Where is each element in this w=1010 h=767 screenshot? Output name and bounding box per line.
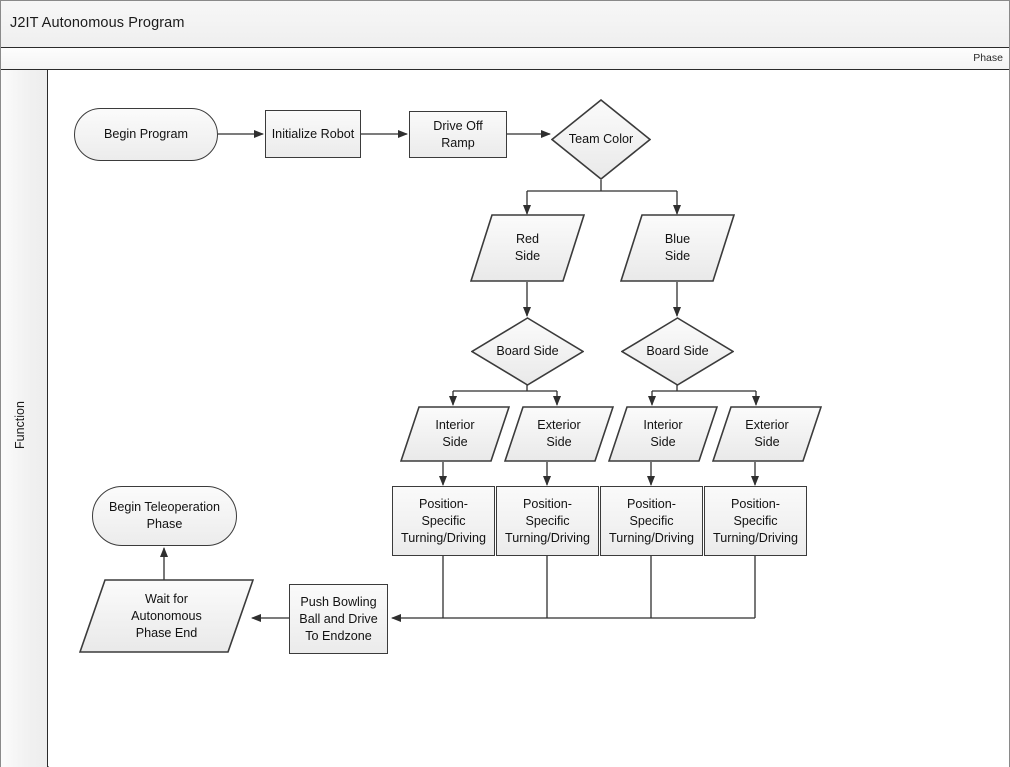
node-team-color[interactable]: Team Color: [551, 99, 651, 180]
parallelogram-shape: [712, 406, 822, 462]
node-begin-teleoperation-phase[interactable]: Begin Teleoperation Phase: [92, 486, 237, 546]
node-interior-side-red[interactable]: Interior Side: [400, 406, 510, 462]
node-exterior-side-blue[interactable]: Exterior Side: [712, 406, 822, 462]
node-label: Exterior Side: [537, 418, 581, 449]
node-position-specific-4[interactable]: Position- Specific Turning/Driving: [704, 486, 807, 556]
parallelogram-shape: [504, 406, 614, 462]
phase-header-bar: Phase: [1, 48, 1009, 70]
node-label: Blue Side: [664, 232, 691, 263]
node-push-bowling-ball[interactable]: Push Bowling Ball and Drive To Endzone: [289, 584, 388, 654]
page-title: J2IT Autonomous Program: [10, 15, 185, 31]
node-label: Interior Side: [643, 418, 683, 449]
node-exterior-side-red[interactable]: Exterior Side: [504, 406, 614, 462]
window-titlebar: J2IT Autonomous Program: [1, 1, 1009, 48]
node-blue-side[interactable]: Blue Side: [620, 214, 735, 282]
node-label: Position- Specific Turning/Driving: [609, 496, 694, 545]
node-red-side[interactable]: Red Side: [470, 214, 585, 282]
node-label: Team Color: [568, 132, 634, 146]
node-label: Position- Specific Turning/Driving: [713, 496, 798, 545]
parallelogram-shape: [608, 406, 718, 462]
node-label: Position- Specific Turning/Driving: [505, 496, 590, 545]
parallelogram-shape: [79, 579, 254, 653]
diamond-shape: [621, 317, 734, 386]
node-label: Exterior Side: [745, 418, 789, 449]
phase-header-label: Phase: [973, 52, 1003, 64]
node-position-specific-3[interactable]: Position- Specific Turning/Driving: [600, 486, 703, 556]
node-label: Push Bowling Ball and Drive To Endzone: [299, 594, 378, 643]
node-label: Position- Specific Turning/Driving: [401, 496, 486, 545]
node-begin-program[interactable]: Begin Program: [74, 108, 218, 161]
node-label: Drive Off Ramp: [433, 118, 483, 150]
node-position-specific-2[interactable]: Position- Specific Turning/Driving: [496, 486, 599, 556]
diamond-shape: [471, 317, 584, 386]
node-label: Board Side: [646, 344, 709, 358]
node-interior-side-blue[interactable]: Interior Side: [608, 406, 718, 462]
node-label: Red Side: [514, 232, 541, 263]
function-lane-label: Function: [13, 401, 27, 449]
node-label: Initialize Robot: [271, 126, 355, 141]
node-board-side-blue[interactable]: Board Side: [621, 317, 734, 386]
parallelogram-shape: [620, 214, 735, 282]
node-label: Wait for Autonomous Phase End: [131, 591, 202, 640]
node-board-side-red[interactable]: Board Side: [471, 317, 584, 386]
diamond-shape: [551, 99, 651, 180]
node-position-specific-1[interactable]: Position- Specific Turning/Driving: [392, 486, 495, 556]
node-label: Board Side: [496, 344, 559, 358]
node-drive-off-ramp[interactable]: Drive Off Ramp: [409, 111, 507, 158]
parallelogram-shape: [470, 214, 585, 282]
node-label: Interior Side: [435, 418, 475, 449]
function-lane-header: Function: [1, 70, 48, 767]
node-label: Begin Program: [104, 127, 188, 141]
parallelogram-shape: [400, 406, 510, 462]
node-initialize-robot[interactable]: Initialize Robot: [265, 110, 361, 158]
diagram-canvas[interactable]: Begin Program Initialize Robot Drive Off…: [49, 70, 1009, 767]
node-label: Begin Teleoperation Phase: [108, 500, 221, 531]
node-wait-autonomous-phase-end[interactable]: Wait for Autonomous Phase End: [79, 579, 254, 653]
